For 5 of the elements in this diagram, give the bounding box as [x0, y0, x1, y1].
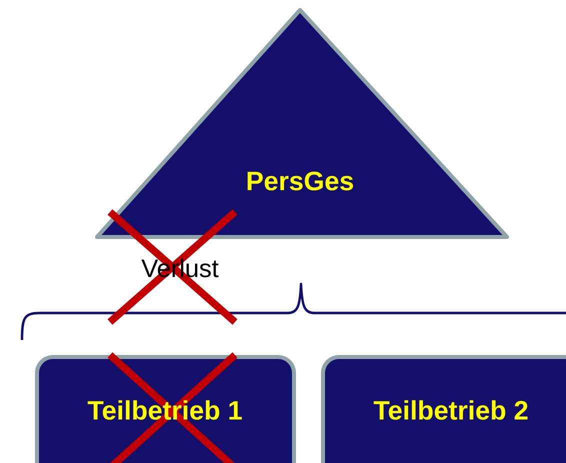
process-box [35, 355, 296, 463]
node-label: Teilbetrieb 2 [374, 400, 528, 420]
process-box [321, 355, 566, 463]
node-label: PersGes [248, 172, 354, 190]
triangle-shape [95, 8, 510, 239]
